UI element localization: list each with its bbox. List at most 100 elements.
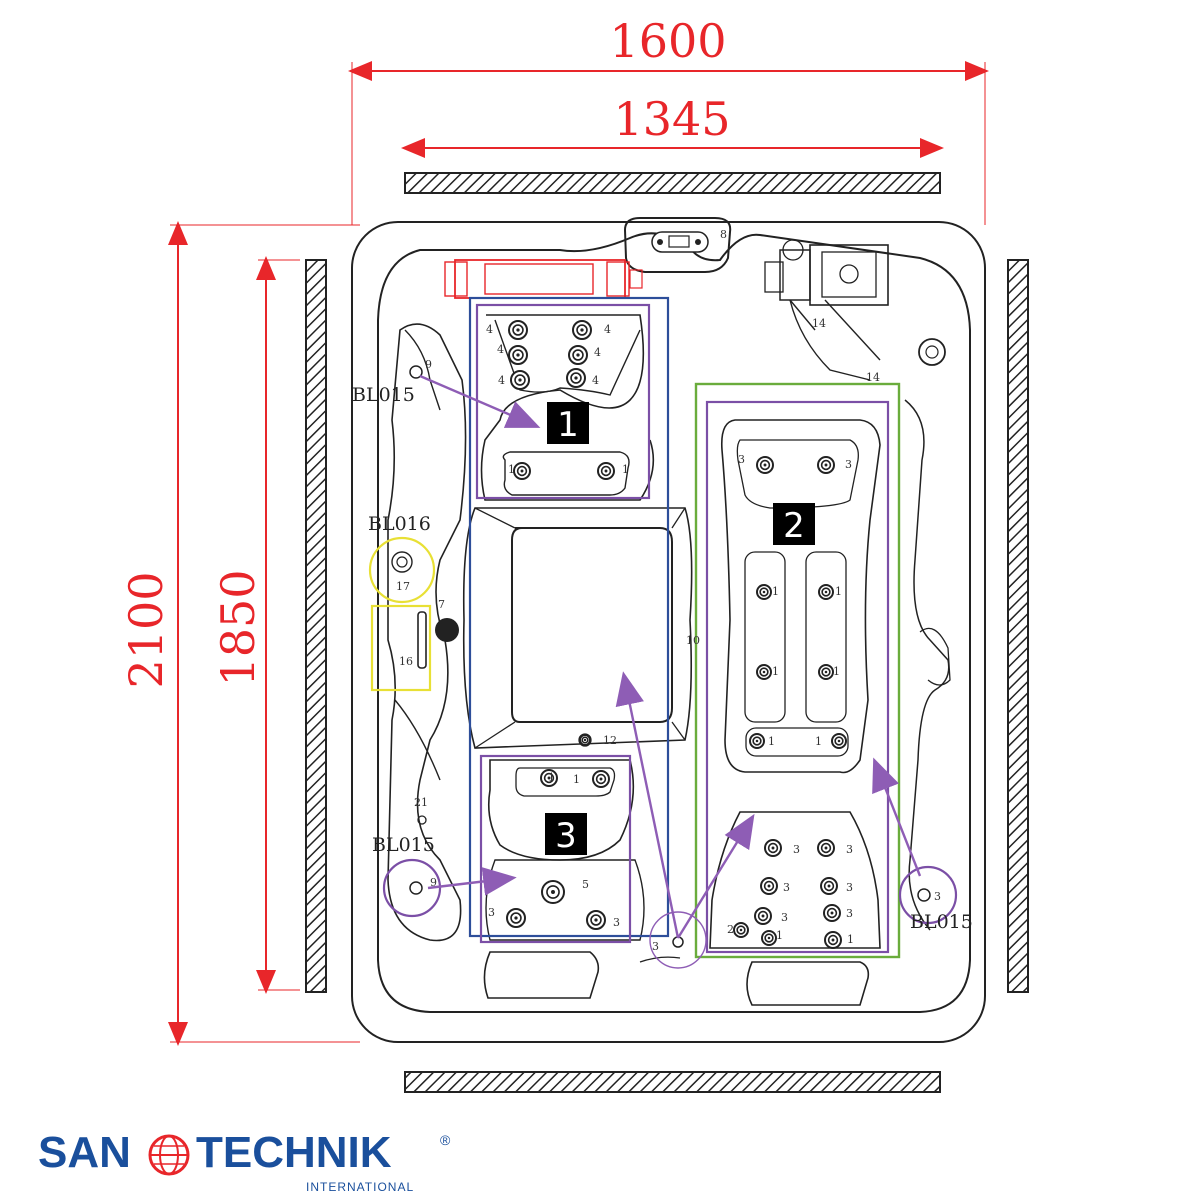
part-label-3: 3 <box>783 881 790 894</box>
zone-2-outer-outline <box>694 382 901 959</box>
part-label-3: 3 <box>934 890 941 903</box>
bl-label-bottom-right: BL015 <box>910 911 973 933</box>
part-label-1: 1 <box>622 463 629 476</box>
inner-width-label: 1345 <box>613 92 730 146</box>
logo-san: SAN <box>38 1128 131 1177</box>
part-label-7: 7 <box>438 598 445 611</box>
seat-2-pillow <box>745 727 849 757</box>
part-label-3: 3 <box>846 843 853 856</box>
part-label-3: 3 <box>738 453 745 466</box>
jet-icon <box>820 877 838 895</box>
jet-icon <box>592 770 610 788</box>
seat-1-pillow <box>502 451 630 496</box>
suction-fitting <box>435 618 459 642</box>
center-floor <box>511 527 673 723</box>
part-label-1: 1 <box>776 929 783 942</box>
zone-3-outline <box>479 754 632 944</box>
part-label-21: 21 <box>414 796 428 809</box>
part-label-8: 8 <box>720 228 727 241</box>
brand-logo: SAN TECHNIK ® INTERNATIONAL <box>38 1128 458 1198</box>
jet-icon <box>566 368 586 388</box>
left-wall-contour <box>387 323 467 942</box>
jet-icon <box>824 931 842 949</box>
dimension-inner-width: 1345 <box>401 92 944 158</box>
zone-1-badge <box>547 402 589 444</box>
part-label-2: 2 <box>727 923 734 936</box>
part-label-4: 4 <box>604 323 611 336</box>
part-label-4: 4 <box>594 346 601 359</box>
jet-icon <box>572 320 592 340</box>
part-label-14-a: 14 <box>812 317 826 330</box>
jet-icon <box>754 907 772 925</box>
jet-icon <box>761 930 777 946</box>
support-bar-right <box>1007 259 1029 993</box>
jet-icon <box>510 370 530 390</box>
part-label-1: 1 <box>835 585 842 598</box>
bl-label-mid-left: BL016 <box>368 513 431 535</box>
part-label-1: 1 <box>847 933 854 946</box>
part-label-3: 3 <box>781 911 788 924</box>
logo-registered-mark: ® <box>440 1132 451 1148</box>
spa-inner-rim <box>377 232 971 1013</box>
part-label-1: 1 <box>548 771 555 784</box>
part-label-3: 3 <box>846 881 853 894</box>
part-label-1: 1 <box>833 665 840 678</box>
jet-icon <box>764 839 782 857</box>
zone-2-badge <box>773 503 815 545</box>
waterfall-outline <box>370 604 432 692</box>
logo-international: INTERNATIONAL <box>306 1180 415 1194</box>
waterfall <box>417 611 427 669</box>
part-label-5: 5 <box>582 878 589 891</box>
support-bar-bottom <box>404 1071 941 1093</box>
bl015-bottom-right-outline <box>898 865 958 925</box>
part-label-14-b: 14 <box>866 371 880 384</box>
jet-icon <box>540 769 558 787</box>
jet-icon <box>823 904 841 922</box>
part-label-3: 3 <box>846 907 853 920</box>
zone-3-label: 3 <box>555 816 577 856</box>
step-bottom-left <box>483 951 600 999</box>
part-label-16: 16 <box>399 655 413 668</box>
jet-icon <box>579 734 591 746</box>
seat-3-pillow <box>515 767 616 797</box>
jets-layer <box>506 320 847 949</box>
jet-icon <box>513 462 531 480</box>
jet-icon <box>508 320 528 340</box>
outer-length-label: 2100 <box>119 571 173 688</box>
zone-outline-blue <box>468 296 670 938</box>
part-labels: 4 4 4 4 4 4 9 1 1 17 7 16 10 3 3 1 1 1 1… <box>396 323 941 953</box>
dimension-outer-length: 2100 <box>119 221 360 1046</box>
jet-icon <box>597 462 615 480</box>
part-label-1: 1 <box>573 773 580 786</box>
seat-3-base <box>485 859 645 941</box>
jet-icon <box>568 345 588 365</box>
part-label-1: 1 <box>815 735 822 748</box>
zone-3-badge <box>545 813 587 855</box>
jet-icon <box>749 733 765 749</box>
control-panel <box>651 231 709 253</box>
bl-label-top-left: BL015 <box>352 384 415 406</box>
dimension-outer-width: 1600 <box>348 14 989 225</box>
seat-2-pad-left <box>744 551 786 723</box>
seat-2-pad-right <box>805 551 847 723</box>
seat-2-lounger <box>720 419 881 774</box>
part-label-3: 3 <box>652 940 659 953</box>
part-label-1: 1 <box>772 585 779 598</box>
part-label-10: 10 <box>686 634 700 647</box>
part-label-4: 4 <box>497 343 504 356</box>
jet-icon <box>756 584 772 600</box>
jet-icon <box>508 345 528 365</box>
center-footwell <box>462 507 693 749</box>
jet-icon <box>817 839 835 857</box>
bl-label-bottom-left: BL015 <box>372 834 435 856</box>
part-label-1: 1 <box>772 665 779 678</box>
part-label-17: 17 <box>396 580 410 593</box>
jet-icon <box>541 880 565 904</box>
globe-icon <box>148 1134 190 1176</box>
jet-icon <box>506 908 526 928</box>
support-bar-top <box>404 172 941 194</box>
outer-width-label: 1600 <box>609 14 726 68</box>
flow-arrows <box>419 374 922 939</box>
bl015-bottom-left-outline <box>382 858 442 918</box>
